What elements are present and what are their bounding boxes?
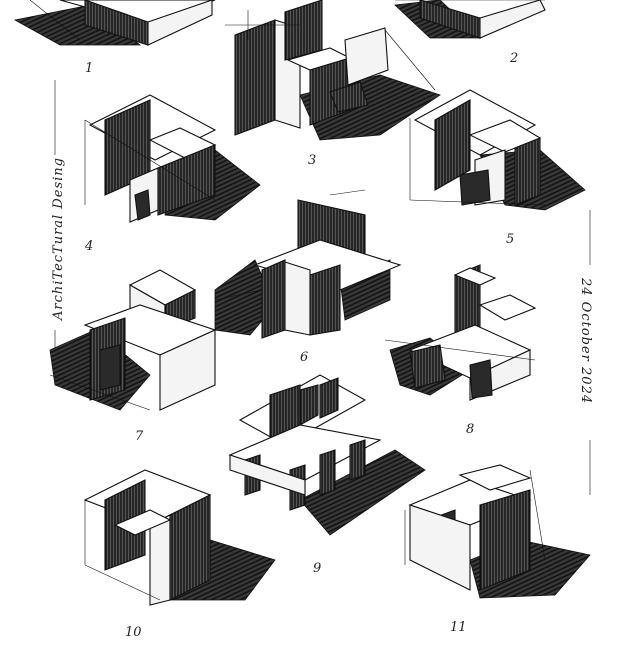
figure-number-3: 3 bbox=[308, 153, 316, 168]
right-side-label: 24 October 2024 bbox=[578, 210, 593, 495]
figure-number-labels: 1 2 3 4 5 6 7 8 9 10 11 bbox=[84, 51, 518, 640]
figure-number-2: 2 bbox=[509, 51, 518, 66]
left-side-label: ArchiTecTural Desing bbox=[51, 80, 66, 360]
figure-number-5: 5 bbox=[506, 232, 514, 247]
figure-number-6: 6 bbox=[300, 350, 308, 365]
figure-number-8: 8 bbox=[466, 422, 474, 437]
figure-number-10: 10 bbox=[125, 625, 142, 640]
figure-number-11: 11 bbox=[450, 620, 467, 635]
sketch-figure-10 bbox=[83, 469, 276, 606]
right-date-text: 24 October 2024 bbox=[578, 277, 593, 404]
sketch-figure-4 bbox=[84, 94, 261, 223]
sketch-figure-11 bbox=[404, 464, 591, 599]
figure-number-4: 4 bbox=[84, 239, 93, 254]
sketch-figure-8 bbox=[384, 264, 537, 401]
sketch-figure-2 bbox=[394, 0, 546, 39]
left-title-text: ArchiTecTural Desing bbox=[51, 157, 66, 321]
sketch-figure-5 bbox=[409, 89, 586, 211]
sketch-figure-1 bbox=[13, 0, 216, 46]
figure-number-9: 9 bbox=[313, 561, 321, 576]
figure-number-1: 1 bbox=[85, 61, 93, 76]
sketch-figure-7 bbox=[49, 269, 217, 411]
figure-number-7: 7 bbox=[135, 429, 144, 444]
sketch-figure-9 bbox=[228, 374, 426, 536]
sketch-figure-6 bbox=[214, 189, 402, 339]
sketch-figure-3 bbox=[225, 0, 441, 141]
